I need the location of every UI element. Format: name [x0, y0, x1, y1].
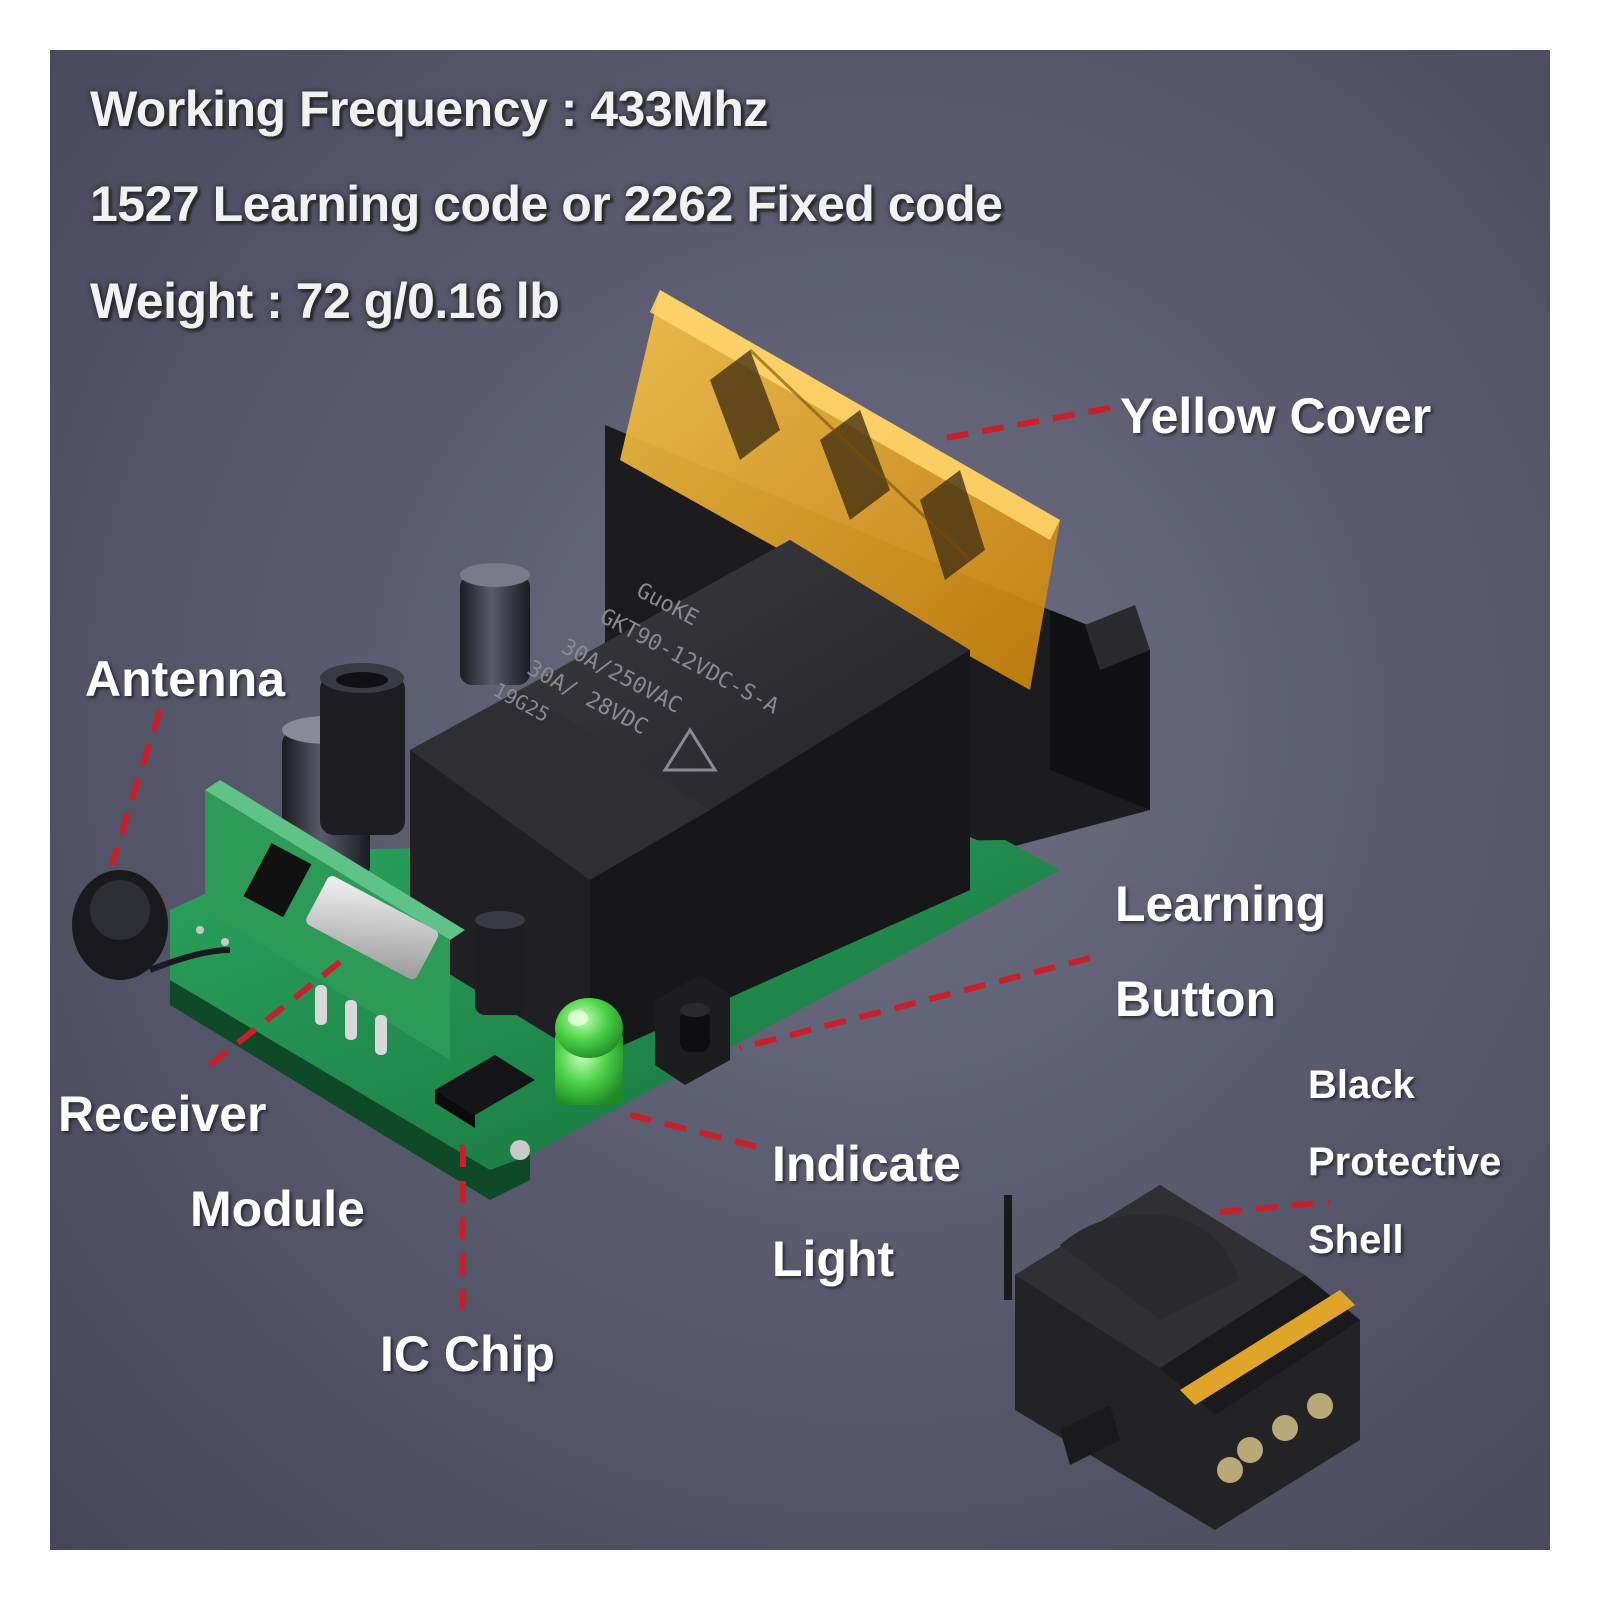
spec-frequency: Working Frequency : 433Mhz [90, 81, 768, 137]
label-ic-chip: IC Chip [380, 1326, 555, 1382]
leader-indicate-light [629, 1112, 771, 1153]
learning-button [655, 975, 730, 1085]
product-illustration: GuoKE GKT90-12VDC-S-A 30A/250VAC 30A/ 28… [72, 290, 1360, 1530]
crystal-oscillator [306, 876, 439, 980]
leader-yellow-cover [944, 405, 1111, 441]
spec-code-type: 1527 Learning code or 2262 Fixed code [90, 176, 1003, 232]
label-yellow-cover: Yellow Cover [1120, 388, 1432, 444]
leader-black-shell [1219, 1199, 1331, 1215]
shell-mounting-ear [1060, 1405, 1120, 1465]
warning-triangle-icon [662, 727, 718, 772]
label-learning-line2: Button [1115, 971, 1277, 1027]
antenna-coil [72, 870, 231, 980]
label-antenna: Antenna [85, 651, 285, 707]
label-indicate-line2: Light [772, 1231, 895, 1287]
leader-receiver-module [208, 959, 342, 1068]
label-shell-line3: Shell [1308, 1218, 1404, 1262]
yellow-cover [620, 290, 1060, 690]
capacitor-black [320, 663, 405, 835]
label-receiver-line2: Module [190, 1181, 365, 1237]
leader-lines [109, 405, 1331, 1310]
label-indicate-line1: Indicate [772, 1136, 961, 1192]
capacitor-small [475, 911, 525, 1015]
receiver-module [205, 780, 465, 1060]
leader-antenna [109, 709, 163, 866]
label-shell-line2: Protective [1308, 1140, 1502, 1184]
shell-yellow-cover [1180, 1290, 1355, 1405]
ic-chip [435, 1055, 535, 1128]
product-photo-panel: GuoKE GKT90-12VDC-S-A 30A/250VAC 30A/ 28… [50, 50, 1550, 1550]
label-receiver-line1: Receiver [58, 1086, 267, 1142]
indicator-led [555, 998, 623, 1105]
spec-weight: Weight : 72 g/0.16 lb [90, 273, 560, 329]
black-protective-shell [1004, 1185, 1360, 1530]
label-learning-line1: Learning [1115, 876, 1327, 932]
capacitor-rear [460, 563, 530, 685]
leader-learning-button [739, 955, 1091, 1051]
label-shell-line1: Black [1308, 1063, 1415, 1107]
receiver-chip [243, 843, 312, 918]
relay: GuoKE GKT90-12VDC-S-A 30A/250VAC 30A/ 28… [410, 540, 970, 1060]
